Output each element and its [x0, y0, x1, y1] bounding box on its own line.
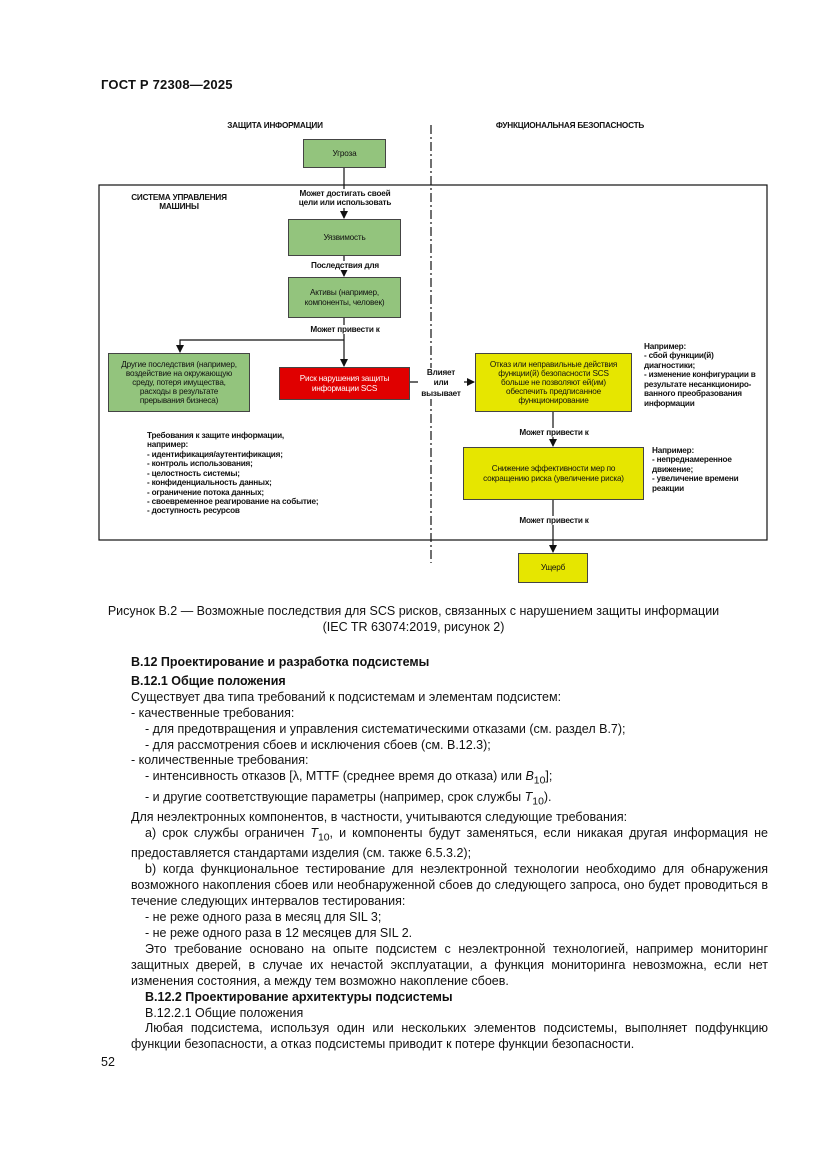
other-consequences-box: Другие последствия (например, воздействи…	[108, 353, 250, 412]
reduction-box: Снижение эффективности мер по сокращению…	[463, 447, 644, 500]
vulnerability-box: Уязвимость	[288, 219, 401, 256]
example-note-2: Например: - непреднамеренное движение; -…	[652, 446, 739, 493]
list-item: - количественные требования:	[131, 753, 309, 768]
section-heading-b1221: B.12.2.1 Общие положения	[145, 1005, 304, 1020]
system-boundary	[98, 184, 768, 541]
figure-caption: Рисунок B.2 — Возможные последствия для …	[80, 603, 747, 635]
label-affects: Влияет или вызывает	[418, 368, 464, 399]
label-may-lead-3: Может привести к	[489, 516, 619, 526]
failure-box: Отказ или неправильные действия функции(…	[475, 353, 632, 412]
section-heading-b12: B.12 Проектирование и разработка подсист…	[131, 655, 430, 669]
diagram-lines	[98, 125, 768, 563]
col-right-title: ФУНКЦИОНАЛЬНАЯ БЕЗОПАСНОСТЬ	[495, 121, 645, 130]
requirements-list: Требования к защите информации, например…	[147, 431, 319, 516]
section-heading-b121: B.12.1 Общие положения	[131, 673, 286, 688]
page-number: 52	[101, 1055, 115, 1069]
caption-line-2: (IEC TR 63074:2019, рисунок 2)	[322, 620, 505, 634]
paragraph: Любая подсистема, используя один или нес…	[131, 1021, 768, 1052]
list-item: - для рассмотрения сбоев и исключения сб…	[145, 737, 491, 752]
col-left-title: ЗАЩИТА ИНФОРМАЦИИ	[227, 121, 323, 130]
label-consequences: Последствия для	[280, 261, 410, 271]
paragraph: Это требование основано на опыте подсист…	[131, 941, 768, 988]
list-item: - качественные требования:	[131, 705, 295, 720]
damage-box: Ущерб	[518, 553, 588, 583]
assets-box: Активы (например, компоненты, человек)	[288, 277, 401, 318]
body-text: B.12 Проектирование и разработка подсист…	[131, 655, 768, 1053]
paragraph: Для неэлектронных компонентов, в частнос…	[131, 810, 628, 825]
list-item: - и другие соответствующие параметры (на…	[145, 789, 552, 808]
label-may-reach: Может достигать своей цели или использов…	[270, 189, 420, 208]
list-item: - для предотвращения и управления систем…	[145, 721, 626, 736]
paragraph: Существует два типа требований к подсист…	[131, 689, 562, 704]
risk-box: Риск нарушения защиты информации SCS	[279, 367, 410, 400]
example-note-1: Например: - сбой функции(й) диагностики;…	[644, 342, 756, 408]
risk-diagram: ЗАЩИТА ИНФОРМАЦИИ ФУНКЦИОНАЛЬНАЯ БЕЗОПАС…	[98, 121, 768, 583]
threat-box: Угроза	[303, 139, 386, 168]
list-item: - не реже одного раза в 12 месяцев для S…	[145, 926, 413, 940]
caption-line-1: Рисунок B.2 — Возможные последствия для …	[107, 604, 720, 618]
label-may-lead-2: Может привести к	[489, 428, 619, 438]
paragraph: a) срок службы ограничен T10, и компонен…	[131, 826, 768, 861]
list-item: - не реже одного раза в месяц для SIL 3;	[145, 910, 382, 925]
document-id: ГОСТ Р 72308—2025	[101, 77, 233, 92]
system-title: СИСТЕМА УПРАВЛЕНИЯ МАШИНЫ	[131, 193, 227, 212]
paragraph: b) когда функциональное тестирование для…	[131, 862, 768, 909]
label-may-lead-1: Может привести к	[280, 325, 410, 335]
list-item: - интенсивность отказов [λ, MTTF (средне…	[145, 769, 553, 787]
section-heading-b122: B.12.2 Проектирование архитектуры подсис…	[145, 989, 453, 1004]
